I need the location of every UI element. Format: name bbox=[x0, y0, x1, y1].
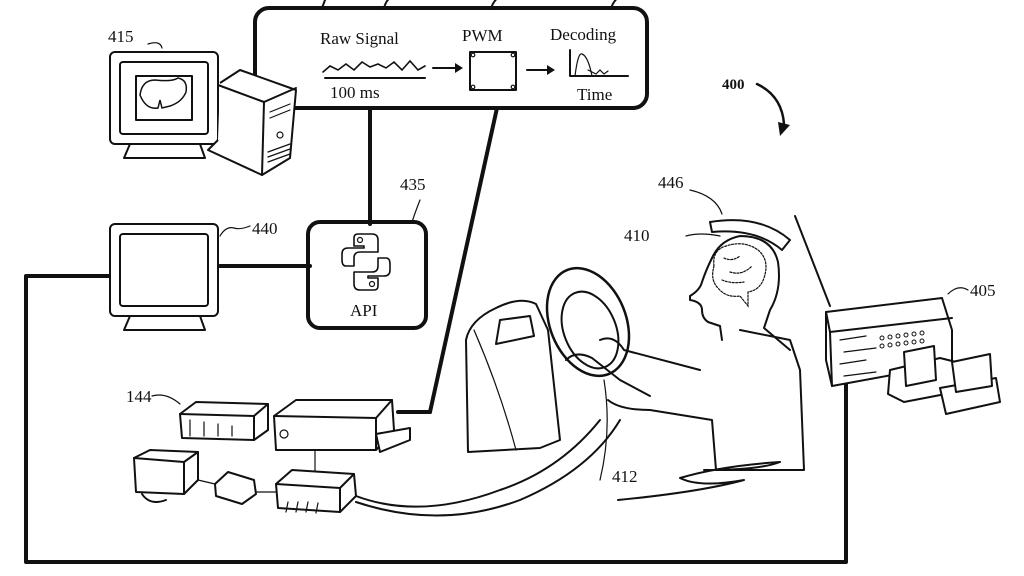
connection-lines bbox=[24, 106, 848, 564]
secondary-monitor: 440 bbox=[109, 219, 278, 331]
reference-412: 412 bbox=[612, 467, 638, 486]
pwm-label: PWM bbox=[462, 26, 503, 45]
decoding-label: Decoding bbox=[550, 25, 617, 44]
pipeline-box bbox=[253, 0, 649, 110]
reference-435: 435 bbox=[400, 175, 426, 194]
decoding-axis-label: Time bbox=[577, 85, 612, 104]
reference-410: 410 bbox=[624, 226, 650, 245]
raw-signal-stage: Raw Signal 100 ms bbox=[320, 29, 426, 102]
decoding-plot-icon bbox=[569, 49, 629, 77]
api-box: API 435 bbox=[306, 175, 428, 330]
api-label: API bbox=[350, 301, 378, 320]
reference-446: 446 bbox=[658, 173, 684, 192]
reference-440: 440 bbox=[252, 219, 278, 238]
raw-signal-label: Raw Signal bbox=[320, 29, 399, 48]
brain-icon bbox=[712, 243, 767, 308]
raw-signal-waveform bbox=[322, 59, 426, 73]
arrow-icon bbox=[526, 65, 555, 75]
pwm-stage: PWM bbox=[462, 26, 517, 91]
headset-icon bbox=[709, 219, 791, 251]
reference-400: 400 bbox=[722, 77, 745, 93]
display-computer: 415 bbox=[108, 27, 297, 176]
reference-405: 405 bbox=[970, 281, 996, 300]
hardware-modules: 144 bbox=[126, 387, 621, 517]
decoding-stage: Decoding Time bbox=[550, 25, 629, 104]
user-figure: 410 446 bbox=[607, 173, 805, 501]
driving-simulator: 412 bbox=[465, 266, 701, 486]
signal-acquisition-system: 405 bbox=[825, 281, 1001, 415]
steering-wheel-icon bbox=[545, 266, 631, 378]
reference-415: 415 bbox=[108, 27, 134, 46]
python-logo-icon bbox=[341, 233, 391, 291]
raw-signal-duration: 100 ms bbox=[330, 83, 380, 102]
arrow-icon bbox=[432, 63, 463, 73]
figure-reference: 400 bbox=[722, 77, 790, 136]
pwm-chip-icon bbox=[469, 51, 517, 91]
reference-144: 144 bbox=[126, 387, 152, 406]
